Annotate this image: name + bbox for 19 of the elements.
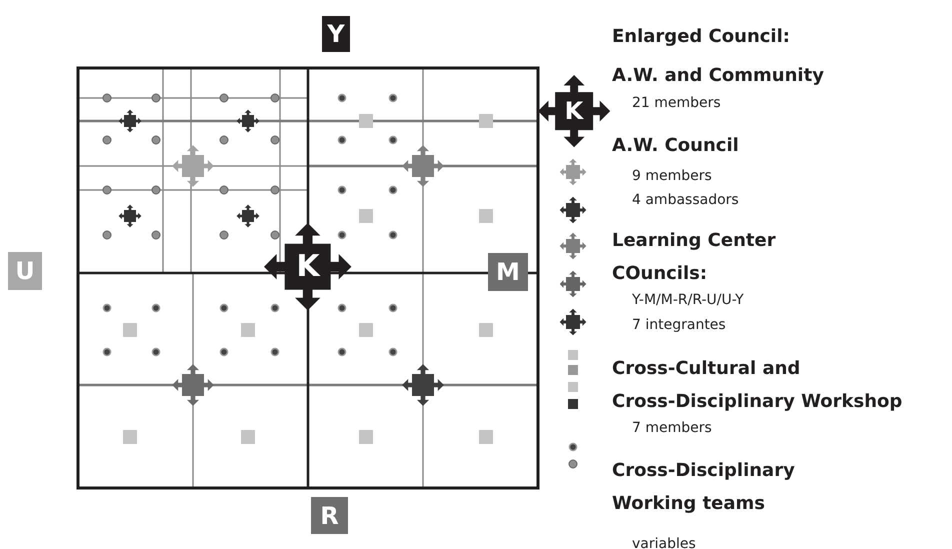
legend-note: 9 members <box>632 167 712 186</box>
legend-heading: A.W. and Community <box>612 64 824 88</box>
legend-heading: Learning Center COuncils: <box>612 229 777 286</box>
legend-note: 7 members <box>632 419 712 438</box>
legend-note: Y-M/M-R/R-U/U-Y <box>632 291 744 310</box>
letter-box: U <box>8 252 42 290</box>
k-cross-symbol: K <box>536 74 612 148</box>
legend-note: 21 members <box>632 94 721 113</box>
letter-box: M <box>488 253 528 291</box>
legend-note: variables <box>632 535 696 549</box>
k-cross-symbol: K <box>263 222 353 312</box>
legend-note: 7 integrantes <box>632 316 726 335</box>
legend-heading: A.W. Council <box>612 134 739 158</box>
letter-box: Y <box>322 16 350 52</box>
legend-heading: Cross-Cultural and Cross-Disciplinary Workshop <box>612 357 904 414</box>
legend-note: 4 ambassadors <box>632 191 739 210</box>
legend-heading: Cross-Disciplinary Working teams <box>612 459 796 516</box>
letter-box: R <box>311 497 348 534</box>
legend-heading: Enlarged Council: <box>612 25 790 49</box>
